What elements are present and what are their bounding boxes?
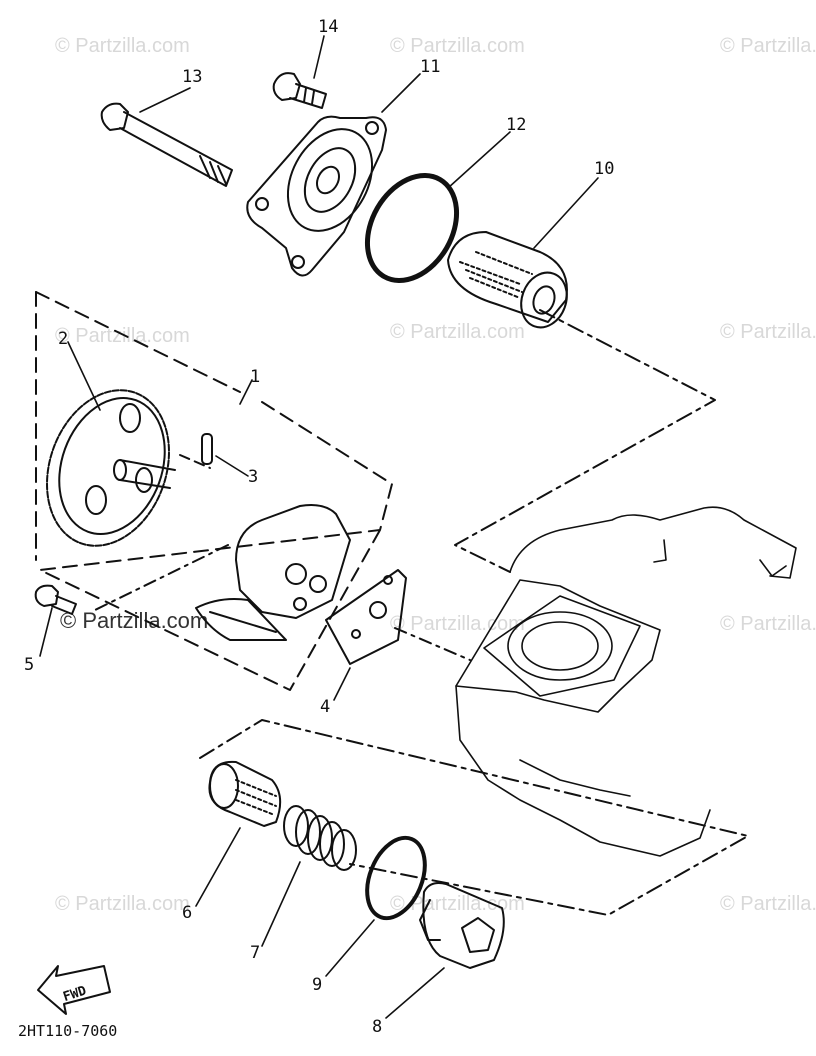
callout-labels: 1 2 3 4 5 6 7 8 9 10 11 12 13 14 <box>24 17 614 1037</box>
watermark: © Partzilla.com <box>390 35 525 57</box>
callout-1: 1 <box>250 367 260 387</box>
pump-body <box>195 504 351 642</box>
oil-filter-cover <box>246 115 387 277</box>
watermark: © Partzilla.com <box>55 325 190 347</box>
watermark: © Partzilla.com <box>55 893 190 915</box>
callout-3: 3 <box>248 467 258 487</box>
callout-11: 11 <box>420 57 440 77</box>
callout-8: 8 <box>372 1017 382 1037</box>
pin-3 <box>201 433 213 465</box>
callout-2: 2 <box>58 329 68 349</box>
bolt-13 <box>100 102 233 187</box>
callout-10: 10 <box>594 159 614 179</box>
watermark: © Partzilla.com <box>720 35 816 57</box>
assembly-outline <box>35 291 393 691</box>
watermark-dark: © Partzilla.com <box>60 608 208 633</box>
callout-5: 5 <box>24 655 34 675</box>
screw-5 <box>34 584 77 615</box>
pump-gear <box>46 389 176 547</box>
callout-9: 9 <box>312 975 322 995</box>
spring-7 <box>283 805 357 871</box>
callout-4: 4 <box>320 697 330 717</box>
callout-12: 12 <box>506 115 526 135</box>
drawing-code: 2HT110-7060 <box>18 1022 117 1040</box>
watermark: © Partzilla.com <box>390 321 525 343</box>
callout-13: 13 <box>182 67 202 87</box>
o-ring-12 <box>364 173 460 283</box>
fwd-arrow-icon <box>37 965 111 1015</box>
leader-lines <box>39 35 599 1019</box>
drain-plug <box>419 882 505 969</box>
callout-7: 7 <box>250 943 260 963</box>
callout-14: 14 <box>318 17 338 37</box>
crankcase <box>455 506 797 857</box>
watermark: © Partzilla.com <box>720 893 816 915</box>
gasket-4 <box>325 569 407 665</box>
guide-line <box>454 309 716 573</box>
oil-strainer <box>208 760 282 827</box>
watermark: © Partzilla.com <box>55 35 190 57</box>
watermark: © Partzilla.com <box>390 613 525 635</box>
guide-line <box>199 719 749 916</box>
watermark: © Partzilla.com <box>720 613 816 635</box>
callout-6: 6 <box>182 903 192 923</box>
oil-filter <box>447 231 568 329</box>
watermark: © Partzilla.com <box>720 321 816 343</box>
fwd-label: FWD <box>61 983 88 1005</box>
bolt-14 <box>272 72 327 109</box>
o-ring-9 <box>365 835 427 921</box>
watermarks: © Partzilla.com © Partzilla.com © Partzi… <box>55 35 816 915</box>
